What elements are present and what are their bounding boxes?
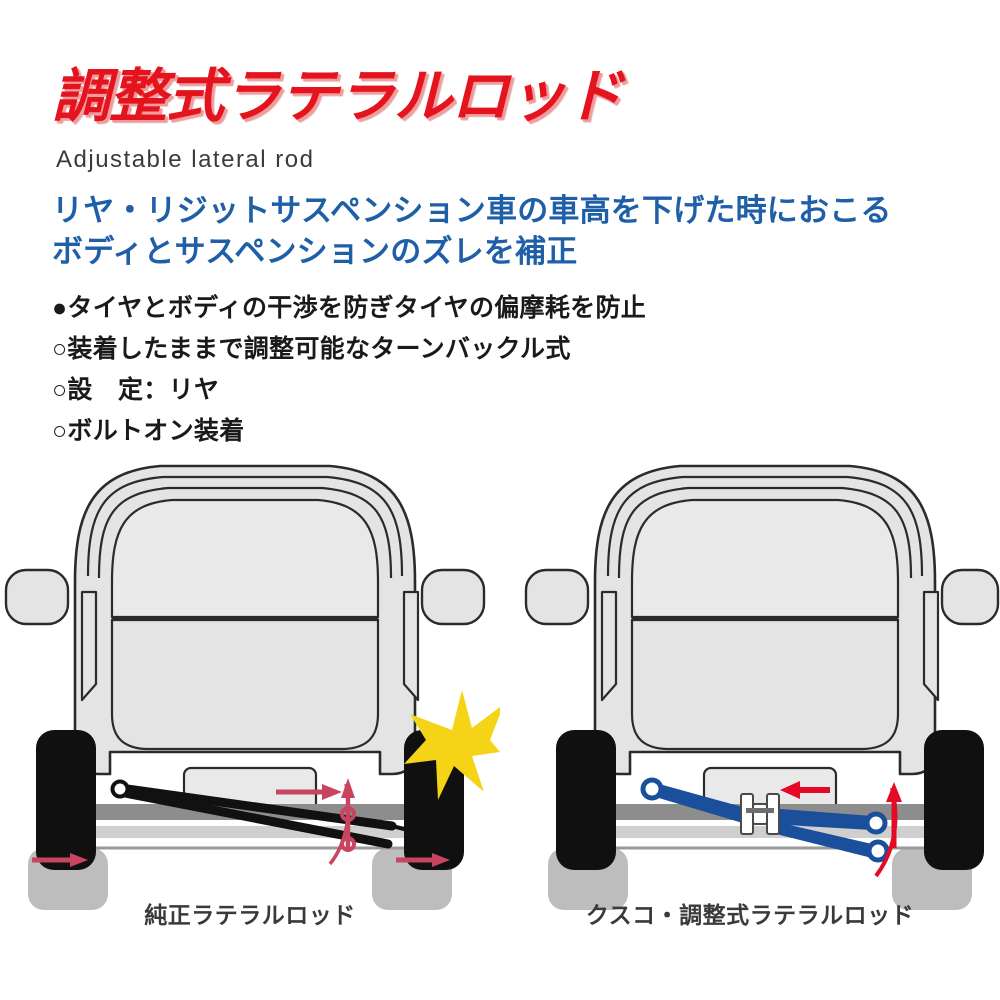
tire-group [556, 730, 984, 870]
page-title: 調整式ラテラルロッド [52, 64, 623, 129]
arrow-tire-right [396, 853, 450, 867]
figure-caption-left: 純正ラテラルロッド [144, 902, 356, 928]
cusco-vehicle-rear-view-diagram [524, 464, 1000, 910]
tail-lamp-group [80, 590, 420, 702]
list-item: ○設 定：リヤ [52, 376, 220, 404]
figure-stock-lateral-rod: 純正ラテラルロッド [0, 452, 500, 952]
list-item: ●タイヤとボディの干渉を防ぎタイヤの偏摩耗を防止 [52, 294, 647, 322]
page-subtitle: Adjustable lateral rod [56, 146, 315, 173]
arrow-up-correction [874, 782, 902, 878]
figure-adjustable-lateral-rod: クスコ・調整式ラテラルロッド [500, 452, 1000, 952]
side-mirror-group [4, 568, 486, 626]
starburst-icon [404, 690, 500, 800]
lead-description: リヤ・リジットサスペンション車の車高を下げた時におこる ボディとサスペンションの… [52, 193, 892, 270]
arrow-tire-left [32, 853, 88, 867]
list-item: ○装着したままで調整可能なターンバックル式 [52, 335, 571, 363]
list-item: ○ボルトオン装着 [52, 417, 245, 445]
feature-list: ●タイヤとボディの干渉を防ぎタイヤの偏摩耗を防止 ○装着したままで調整可能なター… [52, 288, 646, 452]
vehicle-body-group [593, 464, 937, 776]
arrow-up-vertical [328, 778, 356, 866]
tail-lamp-group [600, 590, 940, 702]
vehicle-body-group [73, 464, 417, 776]
illustration-area: 純正ラテラルロッド [0, 452, 1000, 952]
stock-vehicle-rear-view-diagram [4, 464, 500, 910]
adjustable-lateral-rod [640, 777, 890, 863]
adjustment-arrow-group [780, 781, 902, 878]
side-mirror-group [524, 568, 1000, 626]
figure-caption-right: クスコ・調整式ラテラルロッド [585, 902, 915, 928]
turnbuckle-icon [740, 793, 780, 835]
arrow-left-correction [780, 781, 830, 799]
displacement-arrow-group [32, 778, 450, 867]
arrow-right-upper [276, 784, 342, 800]
